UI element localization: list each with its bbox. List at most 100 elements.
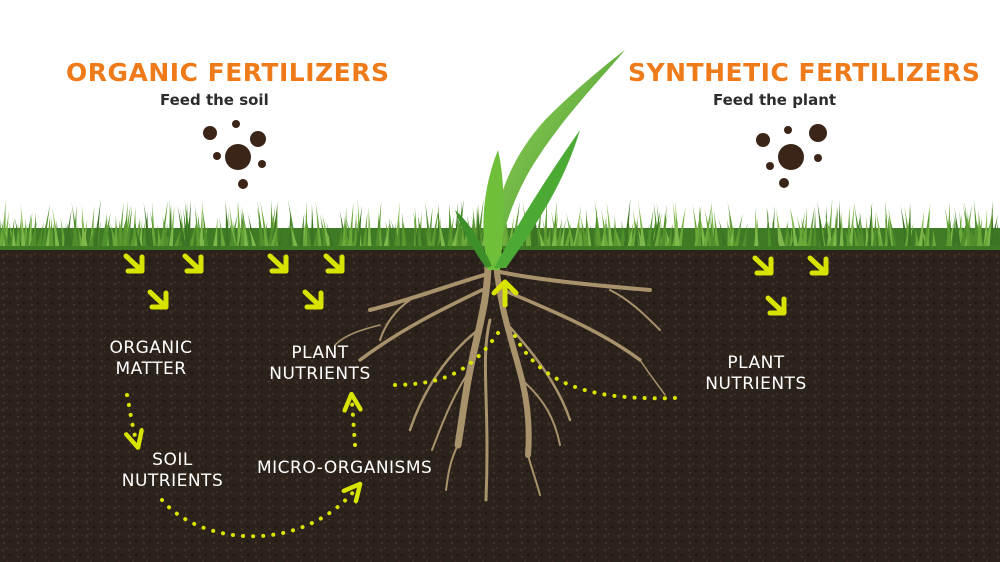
grass-blade [559,219,566,246]
grass-blade [660,204,667,246]
grass-blade [457,200,462,246]
grass-blade [122,200,128,246]
grass-blade [247,225,257,246]
grass-blade [355,205,362,246]
grass-blade [584,208,589,246]
grass-blade [162,214,169,246]
grass-blade [851,219,860,246]
grass-blade [530,205,536,246]
grass-blade [218,217,226,246]
grass-blade [259,199,269,246]
grass-blade [796,215,805,246]
grass-blade [447,216,454,246]
grass-blade [194,204,201,246]
grass-blade [11,227,16,246]
grass-blade [656,223,662,246]
grass-blade [790,207,798,246]
grass-blade [20,203,26,246]
grass-blade [417,217,426,246]
grass-blade [985,205,994,246]
grass-blade [667,225,672,246]
grass-blade [946,201,951,246]
grass-blade [269,199,274,246]
grass-blade [270,222,278,246]
grass-blade [600,208,609,246]
grass-blade [51,206,60,246]
grass-blade [277,226,284,246]
grass-blade [623,198,631,246]
grass-blade [321,212,330,246]
grass-blade [886,227,892,246]
grass-blade [424,200,432,246]
grass-blade [709,214,716,246]
fertilizer-granules-icon [756,124,827,188]
grass-blade [113,214,118,246]
grass-blade [213,216,218,246]
grass-blade [574,222,580,246]
grass-blade [932,227,937,246]
grass-blade [305,213,312,246]
grass-blade [900,203,909,246]
grass-blade [256,206,265,246]
grass-blade [396,219,401,246]
grass-band [0,198,1000,250]
grass-blade [240,208,245,246]
grass-blade [728,224,735,246]
grass-blade [424,225,432,246]
grass-blade [22,217,27,246]
grass-blade [143,201,151,246]
grass-blade [138,219,143,246]
grass-blade [915,227,920,246]
grass-blade [620,220,625,246]
grass-blade [133,223,142,246]
grass-blade [88,225,96,246]
plant-icon [455,50,625,270]
grass-blade [969,222,977,246]
grass-blade [606,200,613,246]
grass-blade [552,212,558,246]
grass-blade [80,217,88,246]
grass-blade [654,212,662,246]
fertilizer-granules-icon [203,120,266,189]
grass-blade [578,224,583,246]
grass-blade [677,206,686,246]
grass-blade [341,216,346,246]
grass-blade [833,205,838,246]
grass-blade [202,206,209,246]
down-arrow-icon [123,253,829,316]
grass-blade [817,200,825,246]
grass-blade [303,200,308,246]
dotted-flow-arrow-icon [127,328,677,539]
grass-blade [183,208,189,246]
grass-blade [430,207,439,246]
grass-blade [535,203,542,246]
grass-blade [401,211,406,246]
grass-blade [594,199,602,246]
grass-blade [832,207,837,246]
grass-blade [918,209,925,246]
grass-blade [319,213,328,246]
grass-blade [72,204,77,246]
grass-blade [287,198,297,246]
grass-blade [45,215,51,246]
grass-blade [241,205,249,246]
grass-blade [925,226,930,246]
grass-blade [149,226,154,246]
grass-blade [537,227,545,246]
grass-blade [797,211,805,246]
grass-blade [125,206,133,246]
grass-blade [168,204,175,246]
grass-blade [288,221,298,246]
plant-nutrients-label-organic: PLANT NUTRIENTS [269,343,371,384]
grass-blade [367,206,372,246]
grass-blade [867,201,873,246]
grass-blade [771,220,780,246]
grass-blade [337,224,343,246]
grass-blade [907,201,912,246]
grass-blade [983,218,992,246]
plant-nutrients-label-synthetic: PLANT NUTRIENTS [705,353,807,394]
grass-blade [859,210,865,246]
grass-blade [634,219,639,246]
grass-blade [228,204,236,246]
